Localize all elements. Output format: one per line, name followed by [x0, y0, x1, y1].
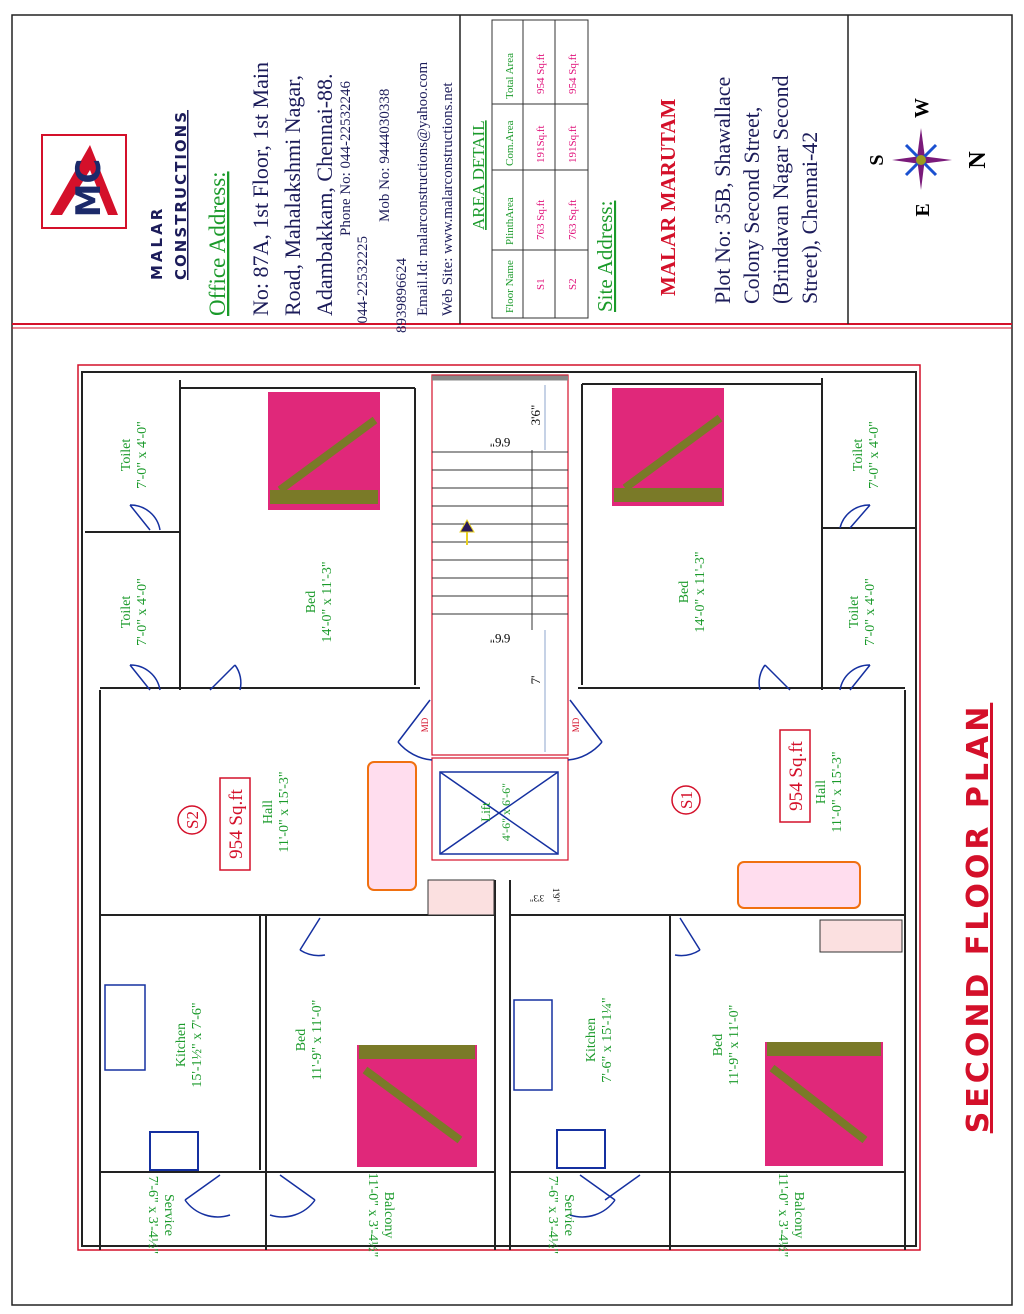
office-address-heading: Office Address:	[205, 171, 230, 316]
mobile-number-2: 8939896624	[394, 258, 410, 334]
room-dim: 11'-9" x 11'-0"	[727, 1005, 742, 1086]
sofa	[367, 761, 417, 891]
main-door-s1: MD	[571, 717, 581, 732]
room-dim: 11'-0" x 15'-3"	[277, 771, 292, 852]
table-header-com: Com.Area	[504, 120, 516, 166]
area-detail-table	[491, 19, 589, 319]
compass-east: E	[912, 203, 934, 216]
room-dim: 7'-0" x 4'-0"	[863, 578, 878, 646]
room-dim: 7'-0" x 4'-0"	[867, 421, 882, 489]
compass-south: S	[866, 154, 888, 165]
office-address-line-1: No: 87A, 1st Floor, 1st Main	[248, 62, 273, 316]
table-cell: S1	[535, 278, 547, 290]
table-cell: 191Sq.ft	[567, 125, 579, 163]
site-address-line-4: Street), Chennai-42	[797, 132, 822, 304]
room-name: Bed	[677, 581, 692, 604]
room-dim: 7'-0" x 4'-0"	[135, 578, 150, 646]
room-name: Toilet	[851, 439, 866, 472]
room-name: Kitchen	[174, 1023, 189, 1067]
compass-west: W	[911, 98, 933, 118]
sofa	[737, 861, 861, 909]
svg-text:MC: MC	[69, 159, 109, 218]
table-cell: 954 Sq.ft	[567, 54, 579, 94]
table-header-total: Total Area	[504, 53, 516, 99]
room-name: Service	[161, 1194, 176, 1236]
room-dim: 7'-6" x 3'-4½"	[145, 1176, 160, 1254]
room-name: Toilet	[847, 596, 862, 629]
office-address-line-2: Road, Mahalakshmi Nagar,	[280, 75, 305, 316]
office-address-line-3: Adambakkam, Chennai-88.	[312, 73, 337, 316]
compass-north: N	[965, 151, 991, 169]
unit-tag-s2: S2	[183, 811, 202, 829]
unit-area-s1: 954 Sq.ft	[786, 740, 807, 810]
room-name: Kitchen	[584, 1018, 599, 1062]
phone-number-2: 044-22532225	[355, 236, 371, 324]
unit-tag-s1: S1	[677, 791, 696, 809]
floor-plan	[77, 364, 921, 1251]
table-cell: 763 Sq.ft	[567, 200, 579, 240]
stair-width-bottom: 6'6"	[490, 631, 511, 646]
table-cell: S2	[567, 278, 579, 290]
main-door-s2: MD	[420, 717, 430, 732]
email-id: Email.Id: malarconstructions@yahoo.com	[415, 62, 431, 316]
room-dim: 7'-6" x 3'-4½"	[545, 1176, 560, 1254]
sheet-border	[11, 14, 1013, 1306]
duct-dim-a: 3'3"	[530, 893, 545, 903]
lift-dimension: 4'-6" x 6'-6"	[499, 783, 513, 841]
compass-rose-icon	[892, 128, 952, 190]
table-header-floor: Floor Name	[504, 260, 516, 313]
duct-dim-b: 1'9"	[551, 888, 561, 903]
company-name-2: CONSTRUCTIONS	[172, 110, 190, 280]
room-dim: 11'-0" x 3'-4½"	[775, 1173, 790, 1258]
stair-landing-bottom: 7'	[528, 676, 543, 685]
site-address-line-3: (Brindavan Nagar Second	[768, 76, 793, 304]
room-dim: 15'-1½" x 7'-6"	[190, 1002, 205, 1087]
room-name: Toilet	[119, 596, 134, 629]
stair-landing-top: 3'6"	[528, 405, 543, 426]
unit-area-s2: 954 Sq.ft	[226, 788, 247, 858]
room-dim: 7'-0" x 4'-0"	[135, 421, 150, 489]
phone-number: Phone No: 044-22532246	[338, 81, 354, 236]
area-detail-heading: AREA DETAIL	[469, 120, 488, 230]
site-address-line-1: Plot No: 35B, Shawallace	[710, 77, 735, 304]
mobile-number: Mob No: 9444030338	[377, 89, 393, 222]
company-logo: MC	[41, 134, 127, 229]
room-dim: 7'-6" x 15'-1¼"	[600, 997, 615, 1082]
room-name: Balcony	[381, 1192, 396, 1239]
project-name: MALAR MARUTAM	[656, 98, 680, 296]
website: Web Site: www.malarconstructions.net	[440, 82, 456, 316]
site-address-line-2: Colony Second Street,	[739, 107, 764, 304]
stair-width-top: 6'6"	[490, 435, 511, 450]
site-address-heading: Site Address:	[593, 201, 617, 312]
lift-label: Lift	[478, 802, 493, 822]
room-name: Balcony	[791, 1192, 806, 1239]
room-name: Hall	[261, 800, 276, 824]
room-name: Toilet	[119, 439, 134, 472]
table-cell: 954 Sq.ft	[535, 54, 547, 94]
room-dim: 11'-0" x 3'-4½"	[365, 1173, 380, 1258]
room-name: Bed	[304, 591, 319, 614]
plan-title: SECOND FLOOR PLAN	[961, 703, 996, 1134]
room-dim: 11'-9" x 11'-0"	[310, 1000, 325, 1081]
company-name-1: MALAR	[148, 206, 166, 280]
room-dim: 14'-0" x 11'-3"	[693, 551, 708, 632]
room-name: Bed	[294, 1029, 309, 1052]
room-name: Service	[561, 1194, 576, 1236]
room-name: Hall	[814, 780, 829, 804]
room-dim: 14'-0" x 11'-3"	[320, 561, 335, 642]
table-cell: 191Sq.ft	[535, 125, 547, 163]
table-header-plinth: PlinthArea	[504, 197, 516, 245]
room-name: Bed	[711, 1034, 726, 1057]
table-cell: 763 Sq.ft	[535, 200, 547, 240]
room-dim: 11'-0" x 15'-3"	[830, 751, 845, 832]
bed-furniture	[268, 388, 883, 1167]
